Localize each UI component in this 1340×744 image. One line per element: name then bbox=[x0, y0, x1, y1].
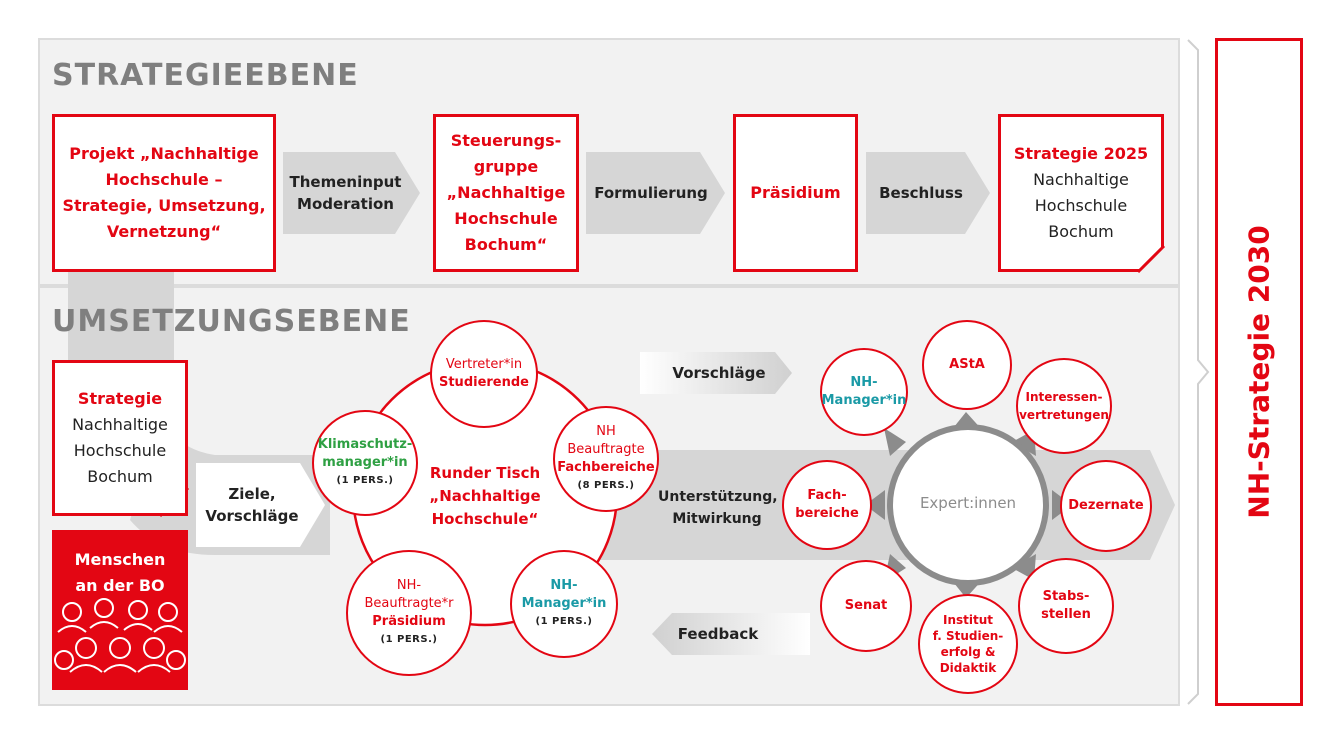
presidium-box: Präsidium bbox=[733, 114, 858, 272]
strategy-2025-text: Nachhaltige Hochschule Bochum bbox=[1033, 170, 1129, 241]
climate-manager-count: (1 PERS.) bbox=[336, 475, 394, 486]
expert-senate: Senat bbox=[820, 560, 912, 652]
nh-manager-label: NH- Manager*in bbox=[521, 578, 607, 611]
expert-departments-label: Dezernate bbox=[1068, 498, 1144, 513]
people-box: Menschen an der BO bbox=[52, 530, 188, 690]
circle-students: Vertreter*in Studierende bbox=[430, 320, 538, 428]
presidium-rep-line1: NH- Beauftragte*r bbox=[364, 578, 454, 611]
project-to-strategy-link bbox=[68, 270, 174, 365]
circle-faculty-reps: NH Beauftragte Fachbereiche (8 PERS.) bbox=[553, 406, 659, 512]
climate-manager-label: Klimaschutz- manager*in bbox=[317, 437, 413, 470]
expert-nh-manager-label: NH- Manager*in bbox=[821, 375, 907, 408]
expert-faculties-label: Fach- bereiche bbox=[795, 488, 859, 521]
circle-nh-manager: NH- Manager*in (1 PERS.) bbox=[510, 550, 618, 658]
expert-asta: AStA bbox=[922, 320, 1012, 410]
arrow-label-feedback: Feedback bbox=[677, 625, 759, 643]
faculty-reps-line1: NH Beauftragte bbox=[567, 424, 645, 457]
support-label: Unterstützung, Mitwirkung bbox=[658, 489, 778, 527]
feedback-arrow-shape bbox=[652, 613, 810, 655]
expert-staff-units: Stabs- stellen bbox=[1018, 558, 1114, 654]
expert-staff-label: Stabs- stellen bbox=[1041, 589, 1091, 622]
arrow-label-formulierung: Formulierung bbox=[594, 184, 708, 202]
faculty-reps-line2: Fachbereiche bbox=[557, 460, 655, 475]
strategy-2025-title: Strategie 2025 bbox=[1013, 144, 1149, 163]
expert-nh-manager: NH- Manager*in bbox=[820, 348, 908, 436]
nh-strategy-2030-label: NH-Strategie 2030 bbox=[1242, 225, 1276, 519]
arrow-shape-1 bbox=[283, 152, 420, 234]
expert-hub-circle bbox=[887, 424, 1049, 586]
circle-climate-manager: Klimaschutz- manager*in (1 PERS.) bbox=[312, 410, 418, 516]
steering-group-box: Steuerungs- gruppe „Nachhaltige Hochschu… bbox=[433, 114, 579, 272]
presidium-rep-line2: Präsidium bbox=[372, 614, 446, 629]
strategy-2025-document: Strategie 2025 Nachhaltige Hochschule Bo… bbox=[998, 114, 1164, 272]
students-line2: Studierende bbox=[438, 375, 530, 390]
suggestions-arrow-shape bbox=[640, 352, 792, 394]
round-table-label: Runder Tisch „Nachhaltige Hochschule“ bbox=[429, 464, 541, 528]
implementation-level-title: UMSETZUNGSEBENE bbox=[52, 304, 411, 339]
circle-presidium-rep: NH- Beauftragte*r Präsidium (1 PERS.) bbox=[346, 550, 472, 676]
expert-faculties: Fach- bereiche bbox=[782, 460, 872, 550]
expert-departments: Dezernate bbox=[1060, 460, 1152, 552]
people-title: Menschen an der BO bbox=[74, 550, 166, 595]
goals-arrow-shape bbox=[196, 463, 325, 547]
arrow-label-goals: Ziele, Vorschläge bbox=[205, 485, 299, 525]
bracket-line bbox=[1187, 39, 1210, 705]
arrow-label-themeninput: Themeninput Moderation bbox=[289, 173, 402, 213]
arrow-label-suggestions: Vorschläge bbox=[672, 364, 766, 382]
expert-asta-label: AStA bbox=[949, 357, 985, 372]
arrow-label-beschluss: Beschluss bbox=[879, 184, 963, 202]
expert-institute: Institut f. Studien- erfolg & Didaktik bbox=[918, 594, 1018, 694]
strategy-doc-text: Nachhaltige Hochschule Bochum bbox=[72, 415, 168, 486]
strategy-level-title: STRATEGIEEBENE bbox=[52, 58, 359, 93]
experts-hub-label: Expert:innen bbox=[919, 494, 1017, 512]
expert-interest-label: Interessen- vertretungen bbox=[1019, 390, 1109, 422]
nh-manager-count: (1 PERS.) bbox=[535, 616, 593, 627]
expert-senate-label: Senat bbox=[844, 598, 888, 613]
project-box: Projekt „Nachhaltige Hochschule – Strate… bbox=[52, 114, 276, 272]
arrow-shape-3 bbox=[866, 152, 990, 234]
strategy-document: Strategie Nachhaltige Hochschule Bochum bbox=[52, 360, 188, 516]
faculty-reps-count: (8 PERS.) bbox=[577, 480, 635, 491]
presidium-rep-count: (1 PERS.) bbox=[380, 634, 438, 645]
strategy-doc-title: Strategie bbox=[77, 389, 163, 408]
students-line1: Vertreter*in bbox=[445, 357, 523, 372]
expert-institute-label: Institut f. Studien- erfolg & Didaktik bbox=[932, 613, 1004, 675]
expert-interest-groups: Interessen- vertretungen bbox=[1016, 358, 1112, 454]
arrow-shape-2 bbox=[586, 152, 725, 234]
nh-strategy-2030-box: NH-Strategie 2030 bbox=[1215, 38, 1303, 706]
